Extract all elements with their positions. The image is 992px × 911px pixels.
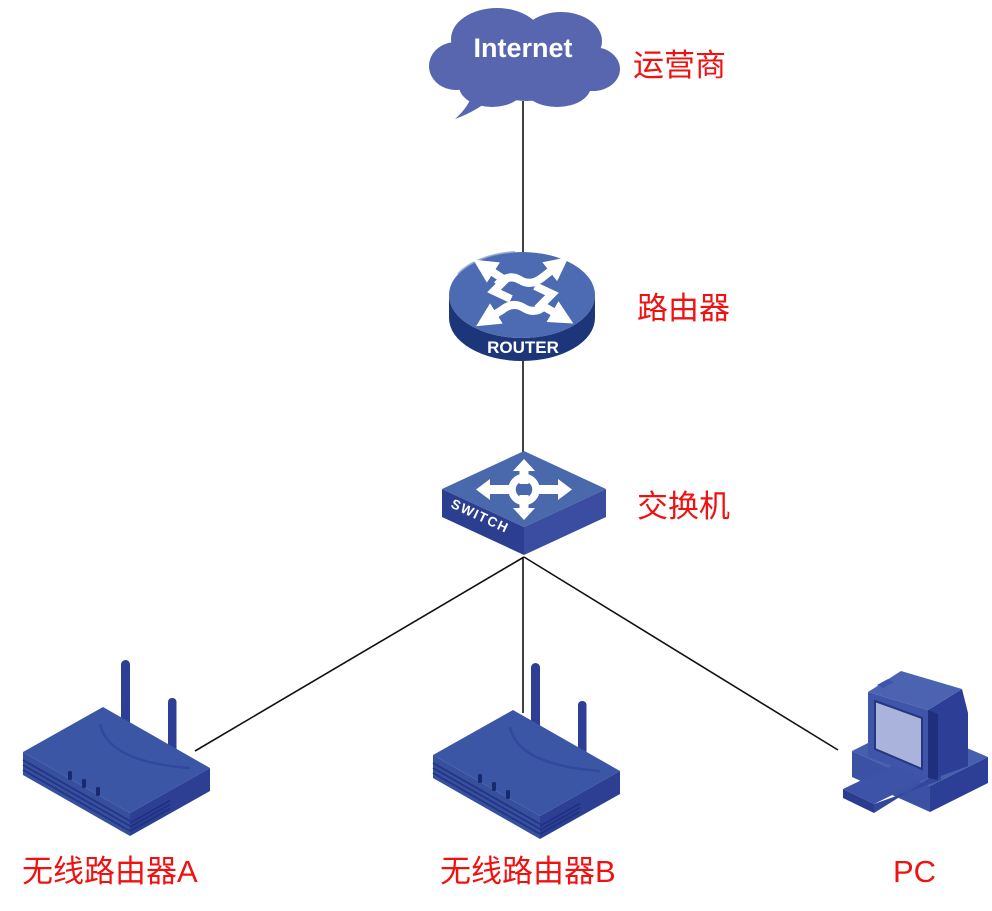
- link-switch-wireless-router-a: [194, 556, 525, 752]
- wireless-router-a-label: 无线路由器A: [22, 854, 198, 889]
- pc-keyboard-right: [874, 771, 941, 813]
- switch-right-face: [524, 489, 606, 555]
- switch-top-face: [442, 451, 606, 527]
- switch-label: 交换机: [637, 489, 730, 524]
- cloud-tail: [455, 90, 493, 119]
- wireless-router-b-label: 无线路由器B: [440, 854, 616, 889]
- link-switch-pc: [523, 556, 839, 751]
- connection-lines: [194, 101, 839, 752]
- switch-left-face: [442, 489, 524, 555]
- router-icon-text: ROUTER: [487, 338, 559, 357]
- pc-keyboard-front: [843, 789, 874, 813]
- router-side: [449, 295, 595, 361]
- isp-label: 运营商: [633, 48, 726, 83]
- router-top-highlight: [457, 251, 516, 275]
- pc-base-right: [930, 757, 988, 812]
- cloud-body: [429, 8, 620, 119]
- internet-cloud-icon: Internet: [429, 8, 620, 119]
- pc-monitor-edge: [928, 710, 938, 780]
- desktop-pc-icon: [843, 671, 988, 813]
- pc-monitor-tab: [877, 679, 894, 688]
- router-label: 路由器: [637, 291, 730, 326]
- pc-screen: [874, 699, 923, 771]
- router-icon: ROUTER: [449, 251, 595, 361]
- switch-arrows-glyph: [476, 459, 572, 520]
- switch-icon: SWITCH: [442, 451, 606, 555]
- router-arrows-glyph: [473, 257, 574, 327]
- wireless-router-b-icon: [431, 661, 622, 841]
- internet-icon-text: Internet: [473, 33, 572, 63]
- wireless-router-a-icon: [21, 658, 212, 838]
- pc-label: PC: [893, 854, 936, 889]
